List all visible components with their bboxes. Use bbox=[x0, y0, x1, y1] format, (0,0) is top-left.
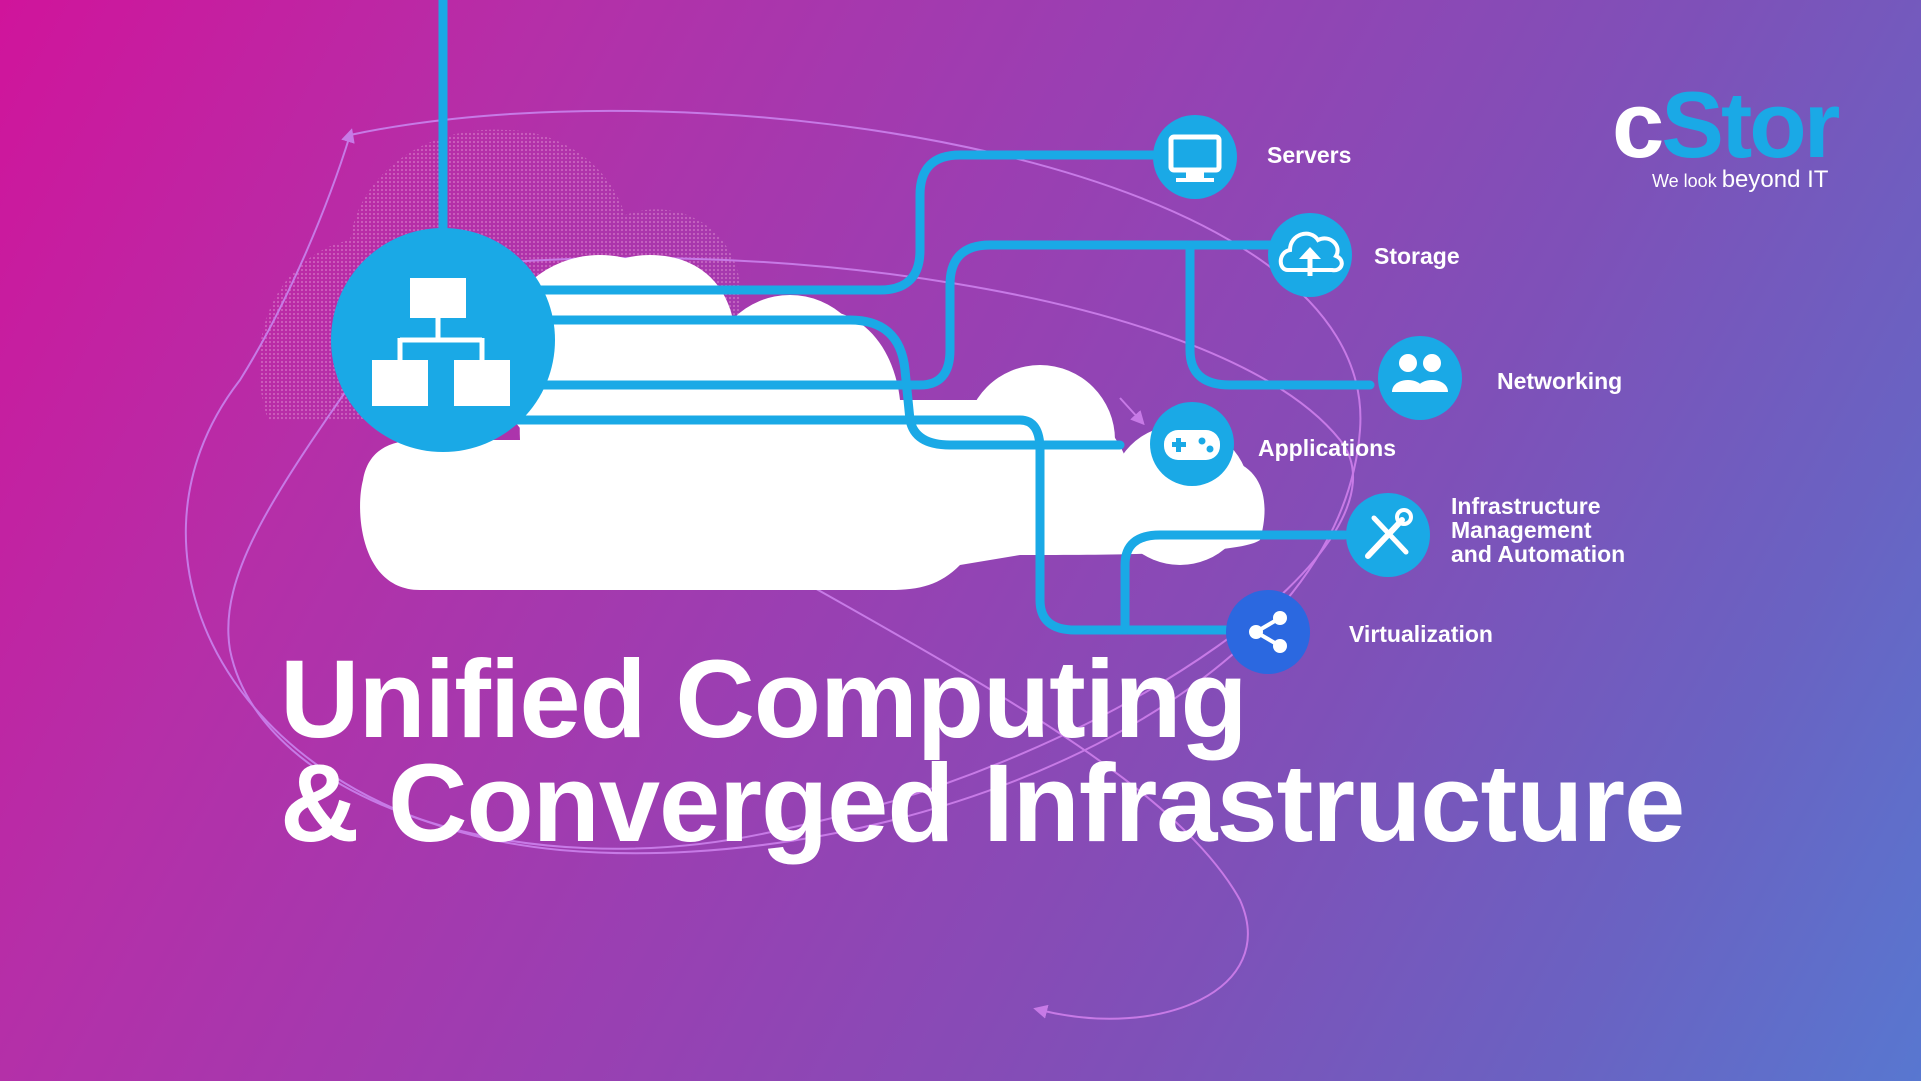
cloud-upload-icon bbox=[1278, 231, 1344, 276]
logo-wordmark: cStor bbox=[1612, 78, 1840, 172]
servers-node[interactable] bbox=[1153, 115, 1237, 199]
infrastructure-label-line-3: and Automation bbox=[1451, 541, 1626, 567]
title-line-1: Unified Computing bbox=[280, 638, 1248, 761]
infrastructure-label: Infrastructure Management and Automation bbox=[1451, 494, 1625, 566]
users-icon bbox=[1392, 354, 1448, 392]
networking-label: Networking bbox=[1497, 368, 1623, 394]
logo-stor: Stor bbox=[1661, 72, 1840, 177]
title-line-2: & Converged Infrastructure bbox=[280, 742, 1685, 865]
hub-node[interactable] bbox=[331, 228, 555, 452]
infrastructure-label-line-2: Management bbox=[1451, 517, 1592, 543]
hierarchy-icon bbox=[372, 278, 510, 406]
applications-node[interactable] bbox=[1150, 402, 1234, 486]
applications-label: Applications bbox=[1258, 435, 1397, 461]
page-title: Unified Computing & Converged Infrastruc… bbox=[280, 638, 1685, 865]
virtualization-node[interactable] bbox=[1226, 590, 1310, 674]
logo-c: c bbox=[1612, 72, 1664, 177]
gamepad-icon bbox=[1164, 430, 1220, 460]
servers-label: Servers bbox=[1267, 142, 1352, 168]
connector-lines bbox=[438, 0, 1375, 635]
infrastructure-label-line-1: Infrastructure bbox=[1451, 493, 1601, 519]
tools-icon bbox=[1365, 508, 1413, 559]
networking-node[interactable] bbox=[1378, 336, 1462, 420]
storage-label: Storage bbox=[1374, 243, 1460, 269]
logo-tagline: We look beyond IT bbox=[1652, 166, 1828, 194]
logo-tagline-prefix: We look bbox=[1652, 171, 1722, 191]
virtualization-label: Virtualization bbox=[1349, 621, 1493, 647]
cstor-logo[interactable]: cStor We look beyond IT bbox=[1612, 78, 1852, 198]
storage-node[interactable] bbox=[1268, 213, 1352, 297]
logo-tagline-main: beyond IT bbox=[1721, 166, 1829, 193]
infrastructure-node[interactable] bbox=[1346, 493, 1430, 577]
share-icon bbox=[1249, 611, 1287, 653]
monitor-icon bbox=[1168, 134, 1222, 182]
